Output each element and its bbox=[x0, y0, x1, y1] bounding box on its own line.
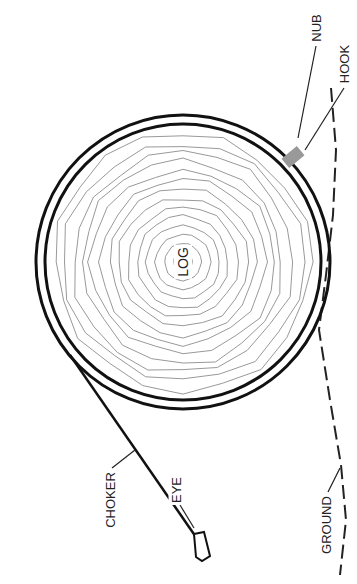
leader-line bbox=[298, 46, 316, 138]
part-label: EYE bbox=[169, 475, 184, 505]
part-label: NUB bbox=[309, 12, 324, 43]
growth-ring bbox=[110, 189, 257, 338]
growth-ring bbox=[138, 215, 228, 308]
growth-ring bbox=[145, 225, 219, 299]
leader-line bbox=[328, 468, 340, 492]
part-label: HOOK bbox=[337, 43, 352, 85]
leader-line bbox=[180, 505, 194, 528]
growth-ring bbox=[88, 169, 275, 353]
part-label: CHOKER bbox=[103, 470, 118, 530]
growth-ring bbox=[65, 147, 306, 379]
leader-line bbox=[305, 88, 344, 150]
log-bark bbox=[45, 124, 321, 400]
part-label: GROUND bbox=[319, 494, 334, 556]
ground-line bbox=[319, 88, 346, 575]
log-circle: LOG bbox=[43, 122, 323, 402]
growth-ring bbox=[56, 136, 313, 394]
growth-ring bbox=[83, 158, 281, 363]
leader-line bbox=[112, 450, 135, 468]
growth-ring bbox=[75, 151, 293, 371]
growth-ring bbox=[165, 244, 202, 282]
choker-line bbox=[70, 355, 198, 540]
choker-loop bbox=[36, 115, 330, 409]
growth-ring bbox=[99, 179, 268, 347]
growth-ring bbox=[119, 200, 248, 326]
hook bbox=[281, 146, 304, 168]
growth-ring bbox=[155, 234, 212, 290]
growth-ring bbox=[129, 207, 239, 316]
node-label: LOG bbox=[174, 245, 192, 279]
choker-eye bbox=[194, 532, 210, 561]
